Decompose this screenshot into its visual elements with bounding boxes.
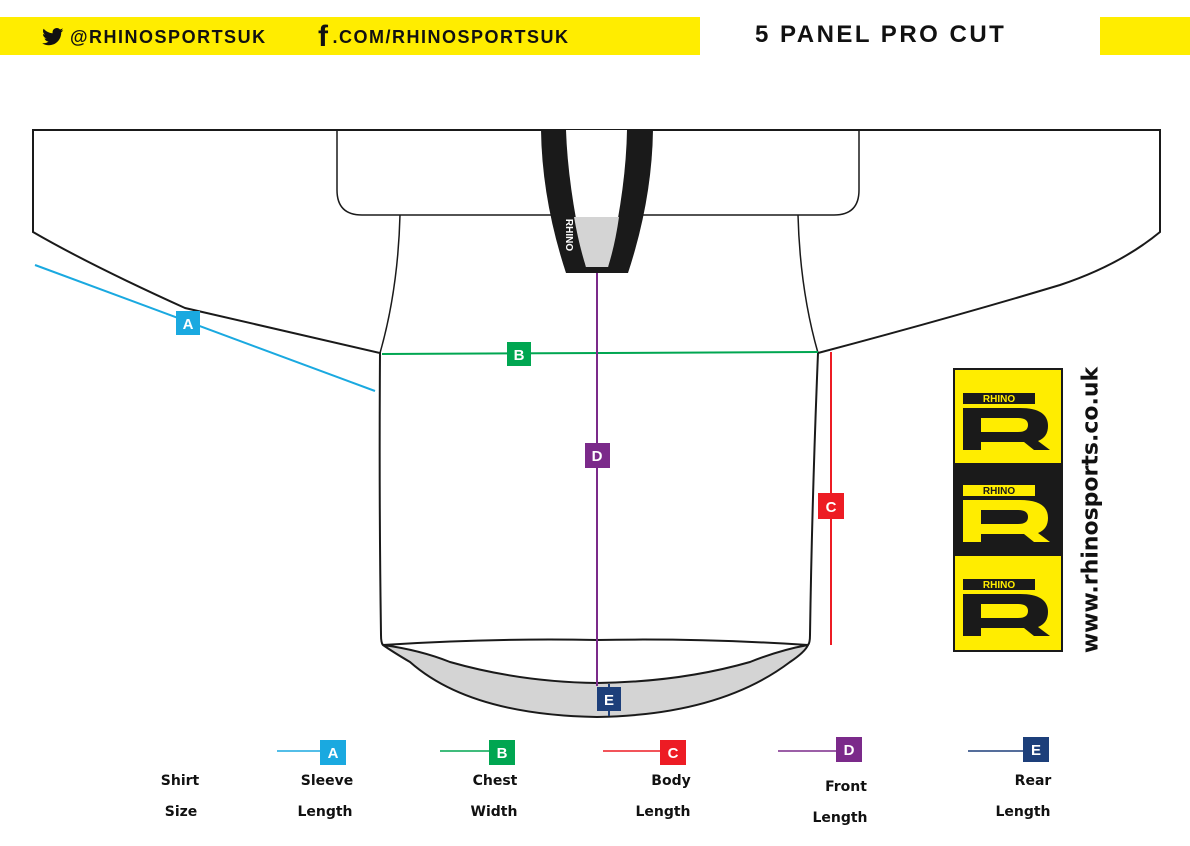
rear-hem (382, 643, 810, 719)
legend-c-line1: Body (651, 773, 691, 789)
legend-c-tag: C (660, 740, 686, 765)
website-url[interactable]: www.rhinosports.co.uk (1078, 366, 1104, 654)
legend-d-line1: Front (825, 779, 867, 795)
marker-b-letter: B (514, 347, 525, 364)
rhino-logo-3: RHINO (963, 579, 1050, 636)
marker-d: D (585, 443, 610, 468)
logo-3-text: RHINO (983, 580, 1015, 591)
header-yellow-block (1100, 17, 1190, 55)
marker-a: A (176, 311, 200, 335)
collar-back-panel (574, 217, 619, 267)
legend-a-tag: A (320, 740, 346, 765)
marker-e-letter: E (604, 692, 614, 709)
left-side-seam (379, 214, 401, 354)
legend-d-letter: D (844, 742, 855, 759)
legend-shirt-size-line2: Size (164, 804, 198, 820)
sleeve-length-line (34, 264, 376, 392)
right-side-seam (797, 214, 819, 354)
logo-2-text: RHINO (983, 486, 1015, 497)
legend-b-line1: Chest (472, 773, 518, 789)
marker-c-letter: C (826, 499, 837, 516)
facebook-link[interactable]: f .COM/RHINOSPORTSUK (318, 20, 570, 53)
header-yellow-bar (0, 17, 700, 55)
legend-b-letter: B (497, 745, 508, 762)
legend-b-line2: Width (470, 804, 518, 820)
twitter-handle-text: @RHINOSPORTSUK (70, 26, 267, 47)
facebook-icon: f (318, 20, 330, 53)
legend-e-line1: Rear (1014, 773, 1052, 789)
legend-d-tag: D (836, 737, 862, 762)
marker-c: C (818, 493, 844, 519)
rhino-logo-2: RHINO (963, 485, 1050, 542)
legend-e-letter: E (1031, 742, 1041, 759)
collar-brand-text: RHINO (563, 219, 574, 251)
legend-a-line1: Sleeve (300, 773, 354, 789)
marker-e: E (597, 687, 621, 711)
marker-a-letter: A (183, 316, 194, 333)
twitter-handle[interactable]: @RHINOSPORTSUK (42, 24, 267, 50)
page-title: 5 PANEL PRO CUT (755, 21, 1007, 48)
legend-a-line2: Length (297, 804, 353, 820)
legend-shirt-size-line1: Shirt (160, 773, 200, 789)
logo-1-text: RHINO (983, 394, 1015, 405)
chest-width-line (381, 351, 819, 355)
twitter-icon (42, 28, 64, 46)
marker-d-letter: D (592, 448, 603, 465)
rhino-logo-1: RHINO (963, 393, 1050, 450)
legend-b-tag: B (489, 740, 515, 765)
legend-a-letter: A (328, 745, 339, 762)
marker-b: B (507, 342, 531, 366)
facebook-url-text: .COM/RHINOSPORTSUK (332, 26, 570, 47)
legend-e-line2: Length (995, 804, 1051, 820)
legend-c-letter: C (668, 745, 679, 762)
legend-d-line2: Length (812, 810, 868, 826)
legend-c-line2: Length (635, 804, 691, 820)
rhino-logo-stack: RHINO RHINO RHINO (953, 368, 1063, 652)
legend-e-tag: E (1023, 737, 1049, 762)
